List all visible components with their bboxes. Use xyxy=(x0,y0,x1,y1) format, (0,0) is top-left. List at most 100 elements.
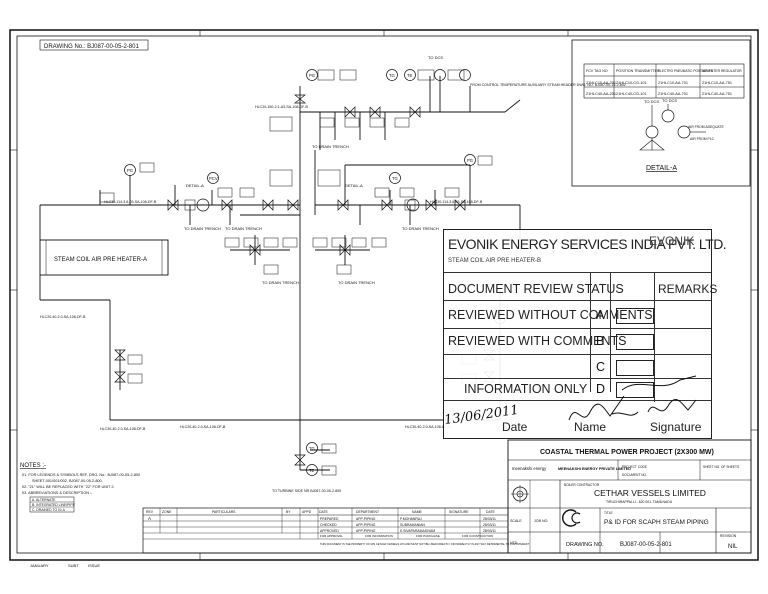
note-item: 02. "21" WILL BE REPLACED WITH "22" FOR … xyxy=(22,485,115,489)
stamp-logo: EVONIK xyxy=(649,234,695,248)
drain-label: TO DRAIN TRENCH xyxy=(184,226,221,231)
valves xyxy=(114,94,495,466)
detail-a-title: DETAIL-A xyxy=(646,165,677,172)
to-dcs-label: TO DCS xyxy=(428,55,443,60)
title-block xyxy=(142,439,752,554)
purpose-option: FOR INFORMATION xyxy=(365,534,393,538)
sign-cell: CHECKED xyxy=(320,523,337,527)
page-footer: JANUARY SUBT ISSUE xyxy=(30,563,100,568)
detail-header-regulator: AIR FILTER REGULATOR xyxy=(702,69,742,73)
instrument-tag: TG xyxy=(309,446,315,451)
ntd-label: NTD xyxy=(510,541,518,545)
sign-cell: 28/03/11 xyxy=(483,517,496,521)
revision-value: NIL xyxy=(728,544,738,550)
line-number: HLC20-150-2.1-A3-SA-108-DF-B xyxy=(255,105,309,109)
instrument-tag: TG xyxy=(392,176,398,181)
line-number: HLC30-114-3.6-03-SA-108-DF-B xyxy=(430,200,483,204)
drawing-title: P& ID FOR SCAPH STEAM PIPING xyxy=(604,519,709,526)
detail-cell: 21HLC40-AA-201 xyxy=(586,92,616,96)
sign-cell: SUBRAMANIAN xyxy=(400,523,425,527)
note-item: 03. ABBREVIATIONS & DESCRIPTION :- xyxy=(22,491,93,495)
sign-cell: APPROVED xyxy=(320,529,339,533)
revision-label: REVISION xyxy=(720,534,737,538)
detail-cell: 21HLC10-AA-201 xyxy=(586,81,616,85)
rev-header: DATE xyxy=(319,510,329,514)
sheet-label: SHEET NO. OF SHEETS xyxy=(703,465,739,469)
project-title: COASTAL THERMAL POWER PROJECT (2X300 MW) xyxy=(540,449,714,456)
footer-text: SUBT xyxy=(68,563,79,568)
review-stamp: EVONIK ENERGY SERVICES INDIA PVT. LTD. E… xyxy=(443,229,727,439)
note-item: SHEET-001/001/002, BJ087-00-05-2-800. xyxy=(32,479,103,483)
purpose-option: FOR CONSTRUCTION xyxy=(462,534,493,538)
detail-cell: 21HLC40-CG-101 xyxy=(616,92,647,96)
purpose-option: FOR APPROVAL xyxy=(320,534,343,538)
rev-header: PARTICULARS xyxy=(212,510,236,514)
job-label: JOB NO. xyxy=(534,519,548,523)
stamp-company: EVONIK ENERGY SERVICES INDIA PVT. LTD. xyxy=(448,236,727,252)
notes-block: NOTES :- 01. FOR LEGENDS & SYMBOLS REF. … xyxy=(20,463,140,513)
drawing-no-label: DRAWING NO. xyxy=(566,542,604,548)
instrument-tag: TG xyxy=(389,73,395,78)
source-label: FROM CONTROL TEMPERATURE AUXILIARY STEAM… xyxy=(470,83,626,87)
stamp-option-code: C xyxy=(596,360,606,374)
sign-cell: APP-PIPING xyxy=(356,523,376,527)
sign-header: NAME xyxy=(412,510,423,514)
turbine-label: TO TURBINE SIDE NR BJ087-00-05-2-805 xyxy=(272,489,341,493)
note-abbr: A. ALTERNATE xyxy=(32,498,56,502)
document-no-label: DOCUMENT NO. xyxy=(622,473,647,477)
stamp-option-label: INFORMATION ONLY xyxy=(464,382,588,396)
detail-a-tag: DETAIL-A xyxy=(345,183,363,188)
instrument-tag: PG xyxy=(309,73,315,78)
rev-header: APPD xyxy=(302,510,312,514)
title-label: TITLE xyxy=(604,511,613,515)
stamp-option-box xyxy=(616,334,654,350)
instrument-tag: PG xyxy=(467,158,473,163)
detail-a-tag: DETAIL-A xyxy=(186,183,204,188)
stamp-option-box xyxy=(616,360,654,376)
diagram-labels: TO DCS TO DRAIN TRENCH TO DRAIN TRENCH T… xyxy=(40,55,626,493)
line-number: HLC30-40-2.0-SA-108-DF-B xyxy=(100,427,146,431)
detail-cell: 21HLC40-AA-751 xyxy=(702,92,732,96)
detail-label: AIR FROM ADEQUATE xyxy=(688,125,724,129)
detail-cell: 21HLC10-AA-751 xyxy=(702,81,732,85)
stamp-option-code: D xyxy=(596,382,606,396)
drawing-no: BJ087-00-05-2-801 xyxy=(620,542,672,548)
detail-label: AIR FROM PLC xyxy=(690,137,715,141)
stamp-option-label: REVIEWED WITHOUT COMMENTS xyxy=(448,308,653,322)
note-abbr: B. INTEGRATED LINE/PIPE xyxy=(32,503,76,507)
tag-boxes xyxy=(99,69,493,476)
stamp-equipment-b: STEAM COIL AIR PRE HEATER-B xyxy=(448,258,542,264)
detail-cell: 21HLC10-AA-701 xyxy=(658,81,688,85)
drain-label: TO DRAIN TRENCH xyxy=(262,280,299,285)
rev-row-letter: A xyxy=(148,516,151,521)
stamp-option-box xyxy=(616,308,654,324)
owner-name: MEENAKSHI ENERGY PRIVATE LIMITED xyxy=(558,467,631,471)
stamp-date-label: Date xyxy=(502,420,528,434)
stamp-information-scribble xyxy=(621,375,697,391)
stamp-option-code: A xyxy=(596,308,605,322)
stamp-option-code: B xyxy=(596,334,605,348)
sign-cell: P.MOHANRAJ xyxy=(400,517,422,521)
drawing-number-top: DRAWING No.: BJ087-00-05-2-801 xyxy=(44,44,139,50)
contractor-label: BOILER CONTRACTOR xyxy=(564,483,600,487)
detail-label: TO DCS xyxy=(644,99,659,104)
stamp-signature-scribble xyxy=(568,395,697,421)
drain-label: TO DRAIN TRENCH xyxy=(338,280,375,285)
detail-label: TO DCS xyxy=(662,98,677,103)
owner-brand: meenakshi energy xyxy=(512,466,547,471)
stamp-name-label: Name xyxy=(574,420,607,434)
instrument-tag: PG xyxy=(127,168,133,173)
instrument-tags: PG TG TE PG PCV TG PG TG TE xyxy=(127,73,473,473)
sign-cell: APP-PIPING xyxy=(356,517,376,521)
line-number: HLC20-40-2.0-SA-108-DF-B xyxy=(40,315,86,319)
drain-label: TO DRAIN TRENCH xyxy=(312,144,349,149)
sign-cell: APP-PIPING xyxy=(356,529,376,533)
disclaimer: THIS DOCUMENT IS THE PROPERTY OF M/S CET… xyxy=(320,542,530,546)
stamp-signature-label: Signature xyxy=(650,420,702,434)
footer-text: ISSUE xyxy=(88,563,100,568)
scale-label: SCALE xyxy=(510,519,522,523)
footer-text: JANUARY xyxy=(30,563,49,568)
purpose-option: FOR PURCHASE xyxy=(416,534,440,538)
detail-cell: 21HLC10-CG-101 xyxy=(616,81,647,85)
piping-lines xyxy=(39,76,521,471)
